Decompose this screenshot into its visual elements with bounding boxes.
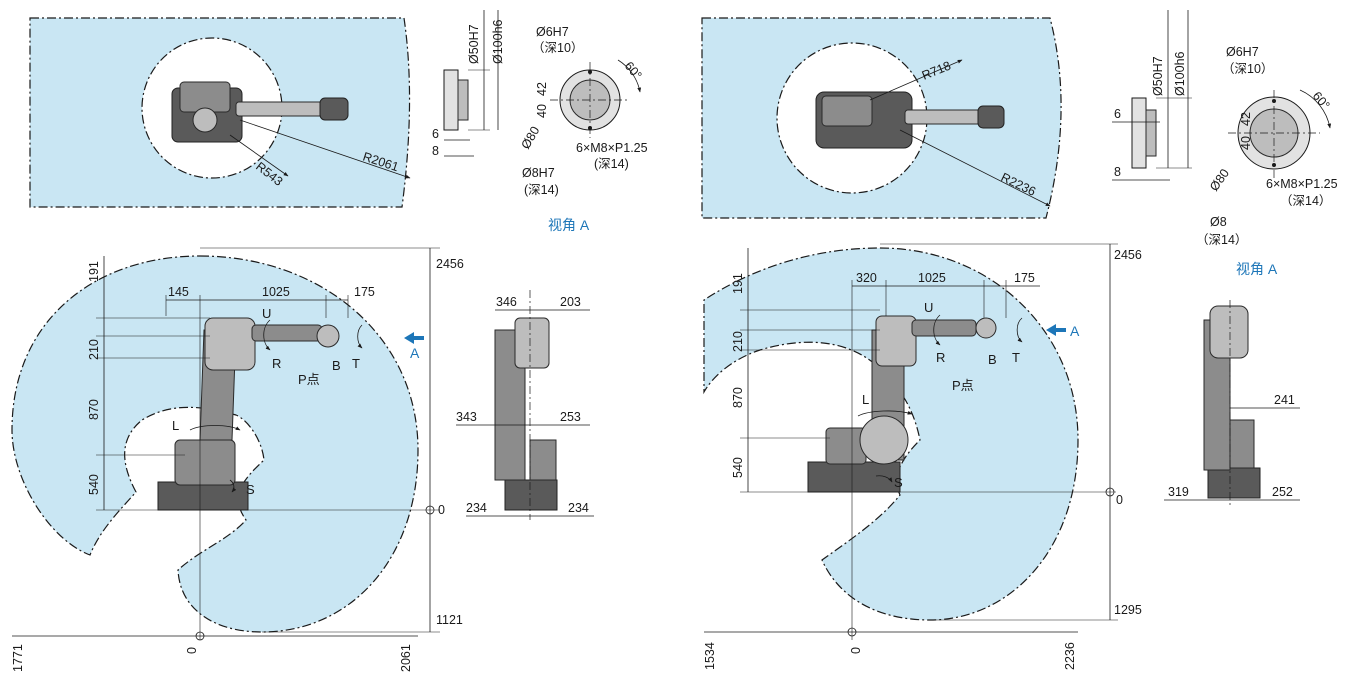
right-view-a-marker: A bbox=[1070, 323, 1080, 339]
left-front-w203: 203 bbox=[560, 295, 581, 309]
right-front-w252: 252 bbox=[1272, 485, 1293, 499]
right-flange-angle: 60° bbox=[1310, 89, 1333, 112]
right-flange-pin-top: Ø6H7 bbox=[1226, 45, 1259, 59]
left-flange-d6: 6 bbox=[432, 127, 439, 141]
left-w145: 145 bbox=[168, 285, 189, 299]
left-bottom-reach: 1121 bbox=[436, 613, 463, 627]
left-h870: 870 bbox=[87, 399, 101, 420]
left-flange-angle: 60° bbox=[622, 59, 645, 82]
right-front-view: 241 319 252 bbox=[1164, 300, 1300, 508]
left-side-robot bbox=[157, 317, 340, 511]
right-x-left: 1534 bbox=[703, 642, 717, 670]
right-flange-d8: 8 bbox=[1114, 165, 1121, 179]
left-zero-right: 0 bbox=[438, 503, 445, 517]
right-p-point: P点 bbox=[952, 378, 974, 393]
right-axis-u: U bbox=[924, 300, 933, 315]
left-axis-s: S bbox=[246, 482, 255, 497]
right-flange-d80: Ø80 bbox=[1207, 166, 1232, 193]
right-h191: 191 bbox=[731, 273, 745, 294]
left-front-w253: 253 bbox=[560, 410, 581, 424]
right-axis-r: R bbox=[936, 350, 945, 365]
left-h210: 210 bbox=[87, 339, 101, 360]
left-side-envelope bbox=[11, 255, 419, 633]
left-h540: 540 bbox=[87, 474, 101, 495]
left-flange-views: Ø50H7 Ø100h6 6 8 Ø6H7 （深10） 60° 42 40 Ø8… bbox=[432, 10, 648, 233]
right-h210: 210 bbox=[731, 331, 745, 352]
right-flange-views: Ø50H7 Ø100h6 6 8 Ø6H7 （深10） 60° 42 40 Ø8… bbox=[1112, 10, 1338, 277]
left-x-right: 2061 bbox=[399, 644, 413, 672]
right-flange-d40: 40 bbox=[1239, 136, 1253, 150]
left-x-left: 1771 bbox=[11, 644, 25, 672]
left-flange-d42: 42 bbox=[535, 82, 549, 96]
right-top-view: R718 R2236 bbox=[701, 17, 1062, 219]
left-flange-depth10: （深10） bbox=[532, 41, 583, 55]
left-flange-bolt-depth: (深14) bbox=[594, 157, 629, 171]
right-flange-d42: 42 bbox=[1239, 112, 1253, 126]
right-axis-t: T bbox=[1012, 350, 1020, 365]
right-view-a-caption: 视角 A bbox=[1236, 261, 1278, 277]
right-flange-depth10: （深10） bbox=[1222, 62, 1273, 76]
left-flange-d80: Ø80 bbox=[518, 124, 542, 152]
right-w175: 175 bbox=[1014, 271, 1035, 285]
left-x-zero: 0 bbox=[185, 647, 199, 654]
left-axis-t: T bbox=[352, 356, 360, 371]
left-p-point: P点 bbox=[298, 372, 320, 387]
left-view-a-marker: A bbox=[410, 345, 420, 361]
left-h191: 191 bbox=[87, 261, 101, 282]
right-front-w319: 319 bbox=[1168, 485, 1189, 499]
left-flange-depth14: (深14) bbox=[524, 183, 559, 197]
left-w1025: 1025 bbox=[262, 285, 290, 299]
right-flange-d6: 6 bbox=[1114, 107, 1121, 121]
right-w320: 320 bbox=[856, 271, 877, 285]
left-front-w234b: 234 bbox=[568, 501, 589, 515]
left-front-view: 346 203 343 253 234 234 bbox=[456, 290, 594, 520]
right-flange-d-inner: Ø50H7 bbox=[1151, 56, 1165, 96]
right-flange-pin-bottom: Ø8 bbox=[1210, 215, 1227, 229]
left-axis-b: B bbox=[332, 358, 341, 373]
right-h870: 870 bbox=[731, 387, 745, 408]
right-x-zero: 0 bbox=[849, 647, 863, 654]
left-front-w346: 346 bbox=[496, 295, 517, 309]
left-top-view: R2061 R543 bbox=[29, 17, 411, 208]
left-side-view: U R B T L S P点 A 145 1025 175 191 210 87… bbox=[11, 247, 464, 672]
right-flange-depth14: （深14） bbox=[1196, 233, 1247, 247]
right-w1025: 1025 bbox=[918, 271, 946, 285]
left-top-robot bbox=[171, 81, 349, 143]
right-side-view: U R B T L S P点 A 320 1025 175 191 210 87… bbox=[703, 243, 1142, 670]
right-flange-bolt: 6×M8×P1.25 bbox=[1266, 177, 1338, 191]
left-flange-bolt: 6×M8×P1.25 bbox=[576, 141, 648, 155]
right-axis-s: S bbox=[894, 475, 903, 490]
right-side-envelope bbox=[703, 247, 1079, 621]
right-bottom-reach: 1295 bbox=[1114, 603, 1142, 617]
left-front-w234a: 234 bbox=[466, 501, 487, 515]
left-flange-d40: 40 bbox=[535, 104, 549, 118]
left-axis-r: R bbox=[272, 356, 281, 371]
right-axis-b: B bbox=[988, 352, 997, 367]
right-axis-l: L bbox=[862, 392, 869, 407]
left-flange-d8: 8 bbox=[432, 144, 439, 158]
right-side-robot bbox=[807, 315, 997, 493]
right-top-robot bbox=[815, 91, 1005, 149]
left-flange-d-inner: Ø50H7 bbox=[467, 24, 481, 64]
right-x-right: 2236 bbox=[1063, 642, 1077, 670]
left-top-height: 2456 bbox=[436, 257, 464, 271]
left-w175: 175 bbox=[354, 285, 375, 299]
right-zero-right: 0 bbox=[1116, 493, 1123, 507]
right-flange-d-outer: Ø100h6 bbox=[1173, 51, 1187, 96]
left-axis-l: L bbox=[172, 418, 179, 433]
right-flange-bolt-depth: （深14） bbox=[1280, 194, 1331, 208]
right-top-height: 2456 bbox=[1114, 248, 1142, 262]
left-front-w343: 343 bbox=[456, 410, 477, 424]
right-front-w241: 241 bbox=[1274, 393, 1295, 407]
right-h540: 540 bbox=[731, 457, 745, 478]
left-view-a-caption: 视角 A bbox=[548, 217, 590, 233]
left-axis-u: U bbox=[262, 306, 271, 321]
left-flange-pin-bottom: Ø8H7 bbox=[522, 166, 555, 180]
left-flange-pin-top: Ø6H7 bbox=[536, 25, 569, 39]
left-flange-d-outer: Ø100h6 bbox=[491, 19, 505, 64]
